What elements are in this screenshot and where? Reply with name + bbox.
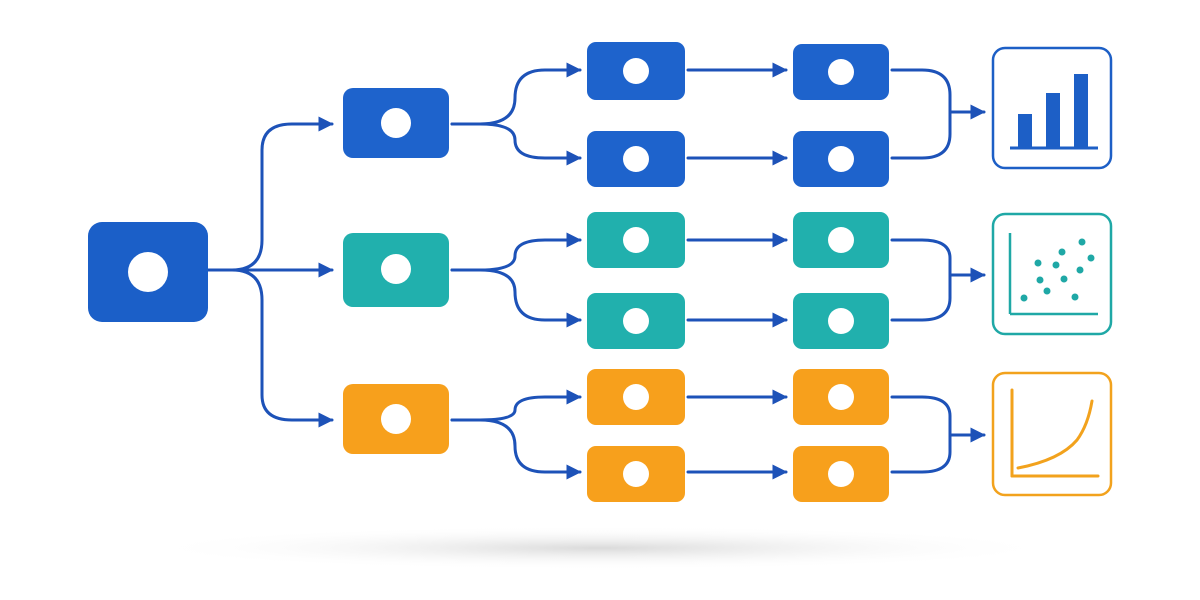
connector-teal-merge-bottom bbox=[890, 273, 952, 322]
branch-node-orange bbox=[343, 384, 449, 454]
branch-node-teal bbox=[343, 233, 449, 307]
connector-orange-merge-bottom bbox=[890, 433, 952, 474]
step-node-teal-2b bbox=[793, 293, 889, 349]
step-node-orange-2a bbox=[587, 446, 685, 502]
step-node-orange-1b bbox=[793, 369, 889, 425]
step-node-teal-2a bbox=[587, 293, 685, 349]
connector-root-orange bbox=[206, 268, 334, 428]
root-node bbox=[88, 222, 208, 322]
connector-orange-split-top bbox=[450, 389, 582, 422]
circle-icon bbox=[381, 254, 411, 284]
connector-teal-split-bottom bbox=[450, 268, 582, 328]
step-node-orange-2b bbox=[793, 446, 889, 502]
bar-chart-icon bbox=[1010, 74, 1098, 150]
connector-teal-merge-top bbox=[890, 238, 952, 277]
outcome-scatter-plot bbox=[991, 212, 1113, 336]
connector-blue-merge-bottom bbox=[890, 110, 952, 160]
ground-shadow bbox=[140, 526, 1060, 570]
circle-icon bbox=[828, 227, 854, 253]
circle-icon bbox=[623, 461, 649, 487]
outcome-growth-curve-frame bbox=[991, 371, 1113, 497]
circle-icon bbox=[828, 146, 854, 172]
circle-icon bbox=[828, 59, 854, 85]
circle-icon bbox=[623, 308, 649, 334]
circle-icon bbox=[381, 108, 411, 138]
connector-orange-split-bottom bbox=[450, 418, 582, 480]
step-node-blue-2a bbox=[587, 131, 685, 187]
outcome-growth-curve bbox=[991, 371, 1113, 497]
circle-icon bbox=[128, 252, 168, 292]
connector-blue-merge-top bbox=[890, 68, 952, 114]
step-node-blue-2b bbox=[793, 131, 889, 187]
circle-icon bbox=[623, 146, 649, 172]
circle-icon bbox=[623, 384, 649, 410]
connector-blue-split-bottom bbox=[450, 122, 582, 166]
circle-icon bbox=[381, 404, 411, 434]
branch-node-blue bbox=[343, 88, 449, 158]
circle-icon bbox=[623, 58, 649, 84]
step-node-blue-1a bbox=[587, 42, 685, 100]
step-node-teal-1b bbox=[793, 212, 889, 268]
step-node-orange-1a bbox=[587, 369, 685, 425]
connector-root-blue bbox=[206, 116, 334, 272]
circle-icon bbox=[828, 308, 854, 334]
circle-icon bbox=[828, 384, 854, 410]
step-node-teal-1a bbox=[587, 212, 685, 268]
connector-blue-split-top bbox=[450, 62, 582, 126]
connector-orange-merge-top bbox=[890, 395, 952, 437]
circle-icon bbox=[828, 461, 854, 487]
scatter-plot-icon bbox=[1008, 233, 1098, 316]
step-node-blue-1b bbox=[793, 44, 889, 100]
circle-icon bbox=[623, 227, 649, 253]
growth-curve-icon bbox=[1010, 388, 1100, 478]
outcome-bar-chart bbox=[991, 46, 1113, 170]
connector-teal-split-top bbox=[450, 232, 582, 272]
